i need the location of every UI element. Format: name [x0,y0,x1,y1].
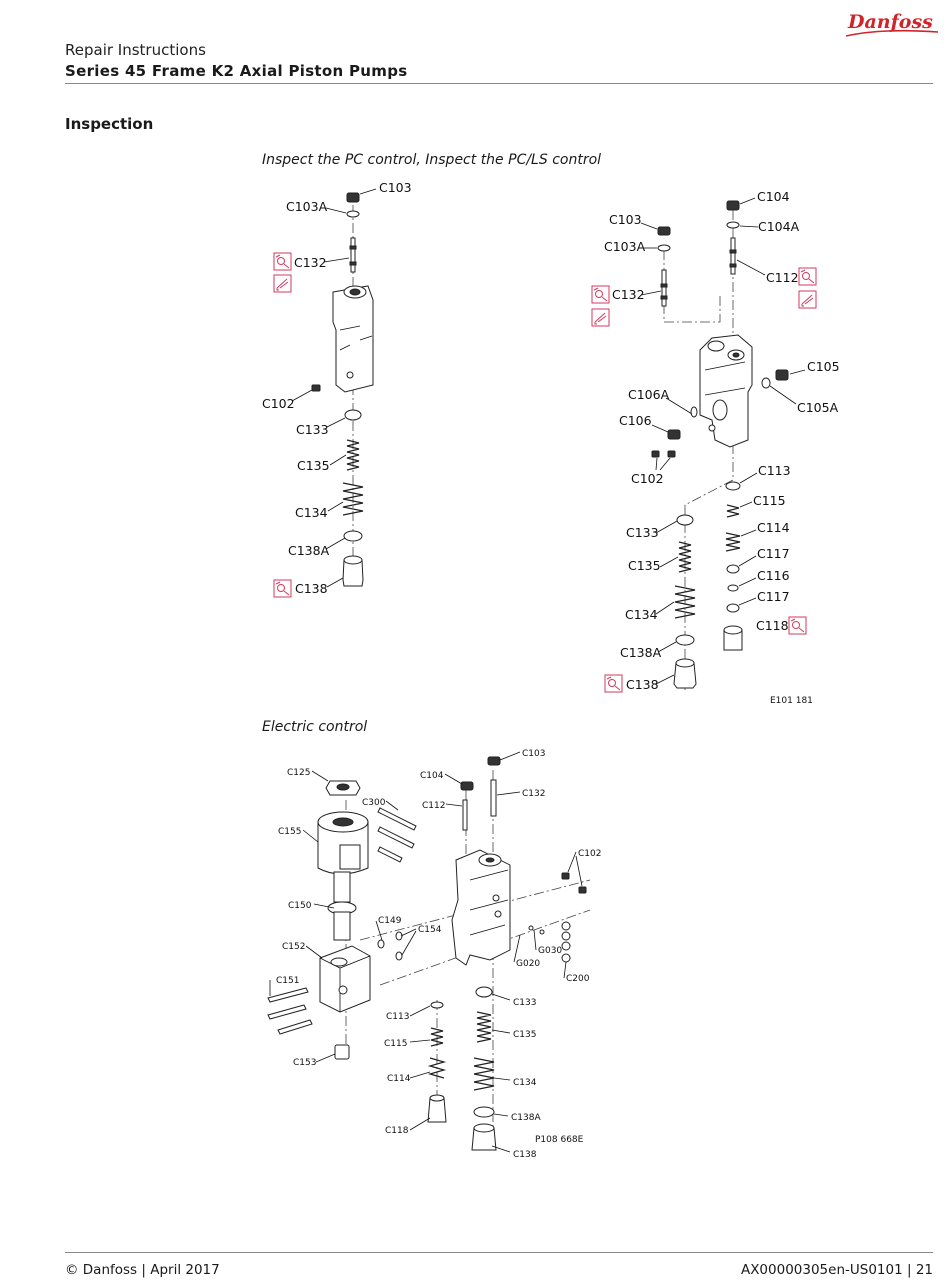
label-pc-c138: C138 [295,581,328,596]
label-pcls-c117a: C117 [757,546,790,561]
label-pcls-c105: C105 [807,359,840,374]
doc-type: Repair Instructions [65,41,206,59]
label-elec-c138: C138 [513,1150,537,1160]
label-elec-c114: C114 [387,1074,411,1084]
label-pc-c135: C135 [297,458,330,473]
lubricate-icon [273,274,292,293]
label-elec-c134: C134 [513,1078,537,1088]
label-elec-c153: C153 [293,1058,316,1068]
label-pcls-c114: C114 [757,520,790,535]
label-elec-c102: C102 [578,849,601,859]
label-elec-c200: C200 [566,974,590,984]
footer-divider [65,1252,933,1253]
pc-control-labels: C103 C103A C132 C102 C133 C135 C134 C138… [262,180,412,596]
label-elec-g030: G030 [538,946,562,956]
label-elec-c154: C154 [418,925,442,935]
inspect-icon [273,252,292,271]
inspect-icon [273,579,292,598]
label-pcls-c104: C104 [757,189,790,204]
label-pc-c103a: C103A [286,199,328,214]
figure-caption-electric: Electric control [262,719,368,735]
label-pcls-c138: C138 [626,677,659,692]
label-elec-c118: C118 [385,1126,409,1136]
label-elec-c115: C115 [384,1039,407,1049]
label-pcls-c105a: C105A [797,400,839,415]
inspect-icon [788,616,807,635]
label-pc-c133: C133 [296,422,329,437]
lubricate-icon [798,290,817,309]
pc-control-drawing [291,188,377,588]
label-elec-c125: C125 [287,768,310,778]
label-pcls-c118: C118 [756,618,789,633]
header-divider [65,83,933,84]
inspect-icon [604,674,623,693]
label-elec-c149: C149 [378,916,402,926]
electric-control-drawing [267,751,591,1153]
label-elec-g020: G020 [516,959,540,969]
label-elec-c104: C104 [420,771,444,781]
section-heading: Inspection [65,115,154,133]
pcls-control-drawing [640,197,806,690]
label-elec-c103: C103 [522,749,545,759]
lubricate-icon [591,308,610,327]
figure-caption-pc: Inspect the PC control, Inspect the PC/L… [262,152,602,168]
label-pcls-c134: C134 [625,607,658,622]
label-pcls-c132: C132 [612,287,645,302]
label-elec-c112: C112 [422,801,445,811]
label-elec-c300: C300 [362,798,386,808]
label-elec-c151: C151 [276,976,299,986]
label-elec-c133: C133 [513,998,536,1008]
label-pcls-c135: C135 [628,558,661,573]
label-elec-c155: C155 [278,827,301,837]
label-pcls-c133: C133 [626,525,659,540]
label-pcls-c103a: C103A [604,239,646,254]
footer-copyright: © Danfoss | April 2017 [65,1262,220,1278]
label-pcls-c102: C102 [631,471,664,486]
figure-code-electric: P108 668E [535,1135,584,1145]
logo-wordmark: Danfoss [847,11,933,33]
label-pc-c102: C102 [262,396,295,411]
label-pcls-c138a: C138A [620,645,662,660]
label-pcls-c115: C115 [753,493,786,508]
label-elec-c138a: C138A [511,1113,541,1123]
doc-title: Series 45 Frame K2 Axial Piston Pumps [65,62,408,80]
label-elec-c113: C113 [386,1012,409,1022]
label-pcls-c117b: C117 [757,589,790,604]
label-pc-c132: C132 [294,255,327,270]
label-pcls-c106: C106 [619,413,652,428]
label-pc-c134: C134 [295,505,328,520]
label-pcls-c116: C116 [757,568,790,583]
label-pcls-c112: C112 [766,270,799,285]
label-pcls-c106a: C106A [628,387,670,402]
label-elec-c135: C135 [513,1030,536,1040]
label-elec-c150: C150 [288,901,312,911]
label-pcls-c103: C103 [609,212,642,227]
label-elec-c132: C132 [522,789,545,799]
electric-control-labels: C103 C125 C104 C300 C112 C132 C155 C102 … [276,749,601,1160]
label-elec-c152: C152 [282,942,305,952]
label-pc-c103: C103 [379,180,412,195]
label-pcls-c104a: C104A [758,219,800,234]
label-pcls-c113: C113 [758,463,791,478]
label-pc-c138a: C138A [288,543,330,558]
footer-doc-number: AX00000305en-US0101 | 21 [740,1262,933,1278]
inspect-icon [798,267,817,286]
pcls-control-labels: C104 C103 C104A C103A C112 C132 C105 C10… [604,189,840,706]
danfoss-logo: Danfoss [845,11,939,37]
figure-code-pc: E101 181 [770,696,813,706]
inspect-icon [591,285,610,304]
